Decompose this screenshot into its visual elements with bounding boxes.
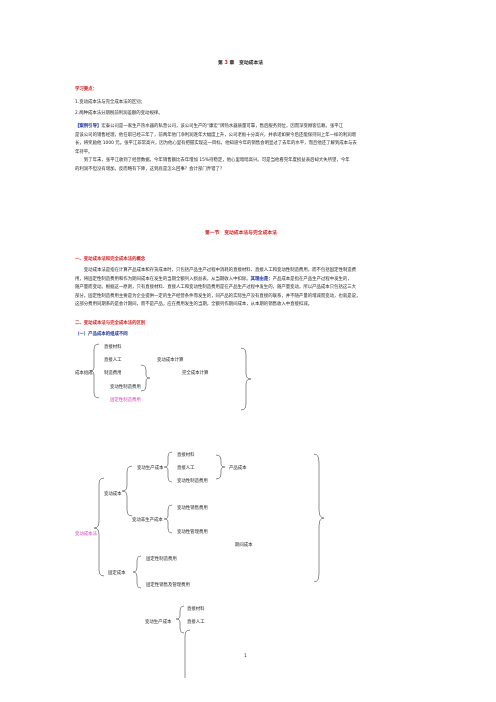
d2-fixed-brace: [132, 555, 142, 589]
case-line: 的利润不但没有增加，反而略有下降，这到底是怎么回事？会计部门弄错了？: [75, 166, 225, 172]
d2-fixed-cost: 固定成本: [108, 571, 126, 576]
d1-right-brace: [240, 347, 252, 411]
d2-var-overhead: 变动性制造费用: [177, 479, 208, 484]
d2-period-label: 期间成本: [235, 543, 253, 548]
d2-right-brace: [313, 453, 325, 583]
d2-var-nonprod: 变动非生产成本: [132, 518, 163, 523]
concept-heading: 一、变动成本法和完全成本法的概念: [75, 257, 146, 262]
concept-highlight: 其理由是：: [250, 276, 273, 282]
case-line: 年持平。: [75, 149, 93, 155]
d1-direct-labor: 直接人工: [104, 358, 122, 363]
objective-item: 2.两种成本法分期税前利润差额的变动规律。: [75, 111, 163, 116]
case-tag: 【案例引导】: [75, 124, 102, 129]
difference-subheading: （一）产品成本的组成不同: [75, 332, 128, 337]
d2-prod-brace: [163, 451, 173, 483]
concept-line: 部分。固定性制造费用主要是为企业提供一定的生产经营条件而发生的，同产品的实际生产…: [75, 293, 361, 299]
d1-fixed-overhead: 固定性制造费用: [110, 398, 141, 403]
d3-direct-labor: 直接人工: [187, 620, 205, 625]
concept-line: 变动成本法是指在计算产品成本和存货成本时，只包括产品生产过程中消耗的直接材料、直…: [75, 268, 357, 273]
concept-line: 用，将固定性制造费用和作为期间成本在发生的当期全额列入损益表，从当期收入中扣除。…: [75, 276, 352, 282]
d2-var-admin: 变动性管理费用: [177, 530, 208, 535]
chapter-suffix: 章 变动成本法: [227, 61, 264, 66]
objectives-heading: 学习要点：: [75, 87, 97, 92]
concept-line: 随产量而变动。根据这一原则，只有直接材料、直接人工和变动性制造费用是在产品生产过…: [75, 285, 357, 290]
section-title: 第一节 变动成本法与完全成本法: [205, 231, 277, 236]
concept-line: 这部分费用同期系的是会计期间，而不是产品，应在费用发生的当期，全额列作期间成本，…: [75, 302, 313, 307]
d1-var-label: 变动成本计算: [157, 358, 184, 363]
objective-item: 1.变动成本法与完全成本法的区别；: [75, 100, 146, 105]
case-line: 是该公司的销售经理，他任职已经三年了，前两年他门净利润逐年大幅度上升，公司老板十…: [75, 132, 357, 138]
case-line: 到了年末，张平江收到了经营数据，今年销售额比去年增加 15%持稳定，他心里暗暗高…: [75, 158, 350, 163]
case-line: 【案例引导】宏泰公司是一家生产热水器的私营公司，该公司生产的“康宏”牌热水器质量…: [75, 124, 344, 129]
d2-varcost-brace: [121, 465, 133, 517]
d3-direct-material: 直接材料: [187, 607, 205, 612]
page-number: 1: [244, 654, 247, 659]
d2-var-prod: 变动生产成本: [137, 466, 164, 471]
d2-nonprod-brace: [163, 504, 173, 534]
d2-fixed-selling-admin: 固定性销售及管理费用: [146, 583, 190, 588]
d1-overhead: 制造费用: [104, 371, 122, 376]
case-block: 【案例引导】宏泰公司是一家生产热水器的私营公司，该公司生产的“康宏”牌热水器质量…: [75, 123, 357, 174]
d1-direct-material: 直接材料: [104, 345, 122, 350]
d2-prod-right-brace: [215, 454, 226, 480]
chapter-number: 3: [224, 61, 228, 66]
d2-root: 变动成本法: [75, 532, 97, 537]
difference-heading: 二、变动成本法与完全成本法的区别: [75, 321, 146, 326]
d2-fixed-overhead: 固定性制造费用: [146, 557, 177, 562]
concept-block: 变动成本法是指在计算产品成本和存货成本时，只包括产品生产过程中消耗的直接材料、直…: [75, 267, 360, 310]
d3-lower-brace: [184, 629, 191, 678]
d1-full-label: 完全成本计算: [182, 371, 209, 376]
chapter-title: 第 3 章 变动成本法: [218, 61, 263, 67]
d2-var-selling: 变动性销售费用: [177, 506, 208, 511]
case-line: 长，将奖励他 1000 元。张平江非常高兴，因为他心里有把握实现这一目标，他知道…: [75, 141, 357, 146]
d2-root-brace: [93, 477, 105, 577]
d1-mid-brace: [140, 364, 151, 392]
d2-direct-labor: 直接人工: [177, 466, 195, 471]
d3-prod-brace: [175, 605, 185, 634]
d2-var-cost: 变动成本: [104, 492, 122, 497]
d2-prod-label: 产品成本: [229, 466, 247, 471]
d3-var-prod: 变动生产成本: [145, 620, 172, 625]
d1-var-overhead: 变动性制造费用: [110, 385, 141, 390]
d1-root: 成本组成: [75, 371, 93, 376]
d2-direct-material: 直接材料: [177, 453, 195, 458]
d1-left-brace: [89, 343, 100, 399]
chapter-prefix: 第: [218, 61, 225, 66]
